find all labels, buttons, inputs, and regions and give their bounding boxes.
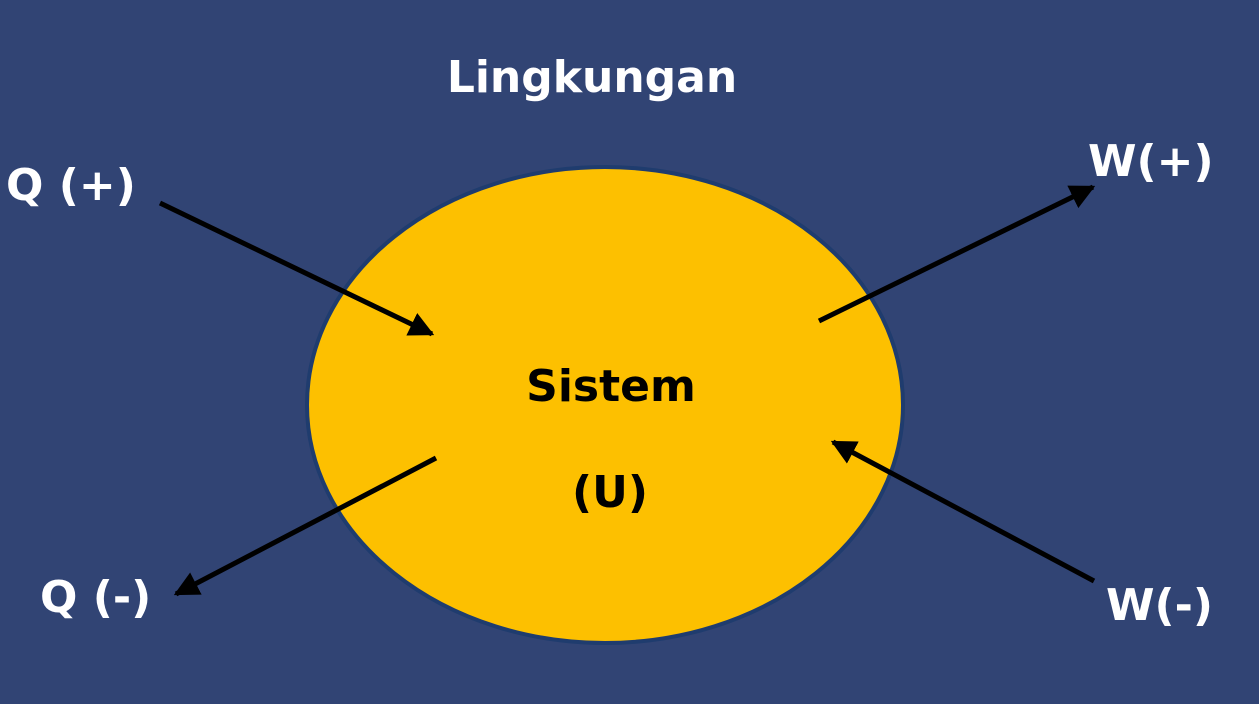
system-symbol-label: (U)	[572, 467, 648, 518]
work-out-arrow	[817, 184, 1096, 324]
heat-in-arrow	[158, 200, 435, 337]
work-in-label: W(-)	[1106, 580, 1213, 631]
work-out-label: W(+)	[1088, 136, 1214, 187]
environment-label: Lingkungan	[447, 52, 737, 103]
heat-in-label: Q (+)	[6, 160, 136, 211]
system-name-label: Sistem	[526, 361, 696, 412]
system-ellipse	[305, 165, 905, 645]
work-in-arrow	[830, 439, 1096, 584]
heat-out-label: Q (-)	[40, 572, 151, 623]
heat-out-arrow	[173, 455, 438, 597]
